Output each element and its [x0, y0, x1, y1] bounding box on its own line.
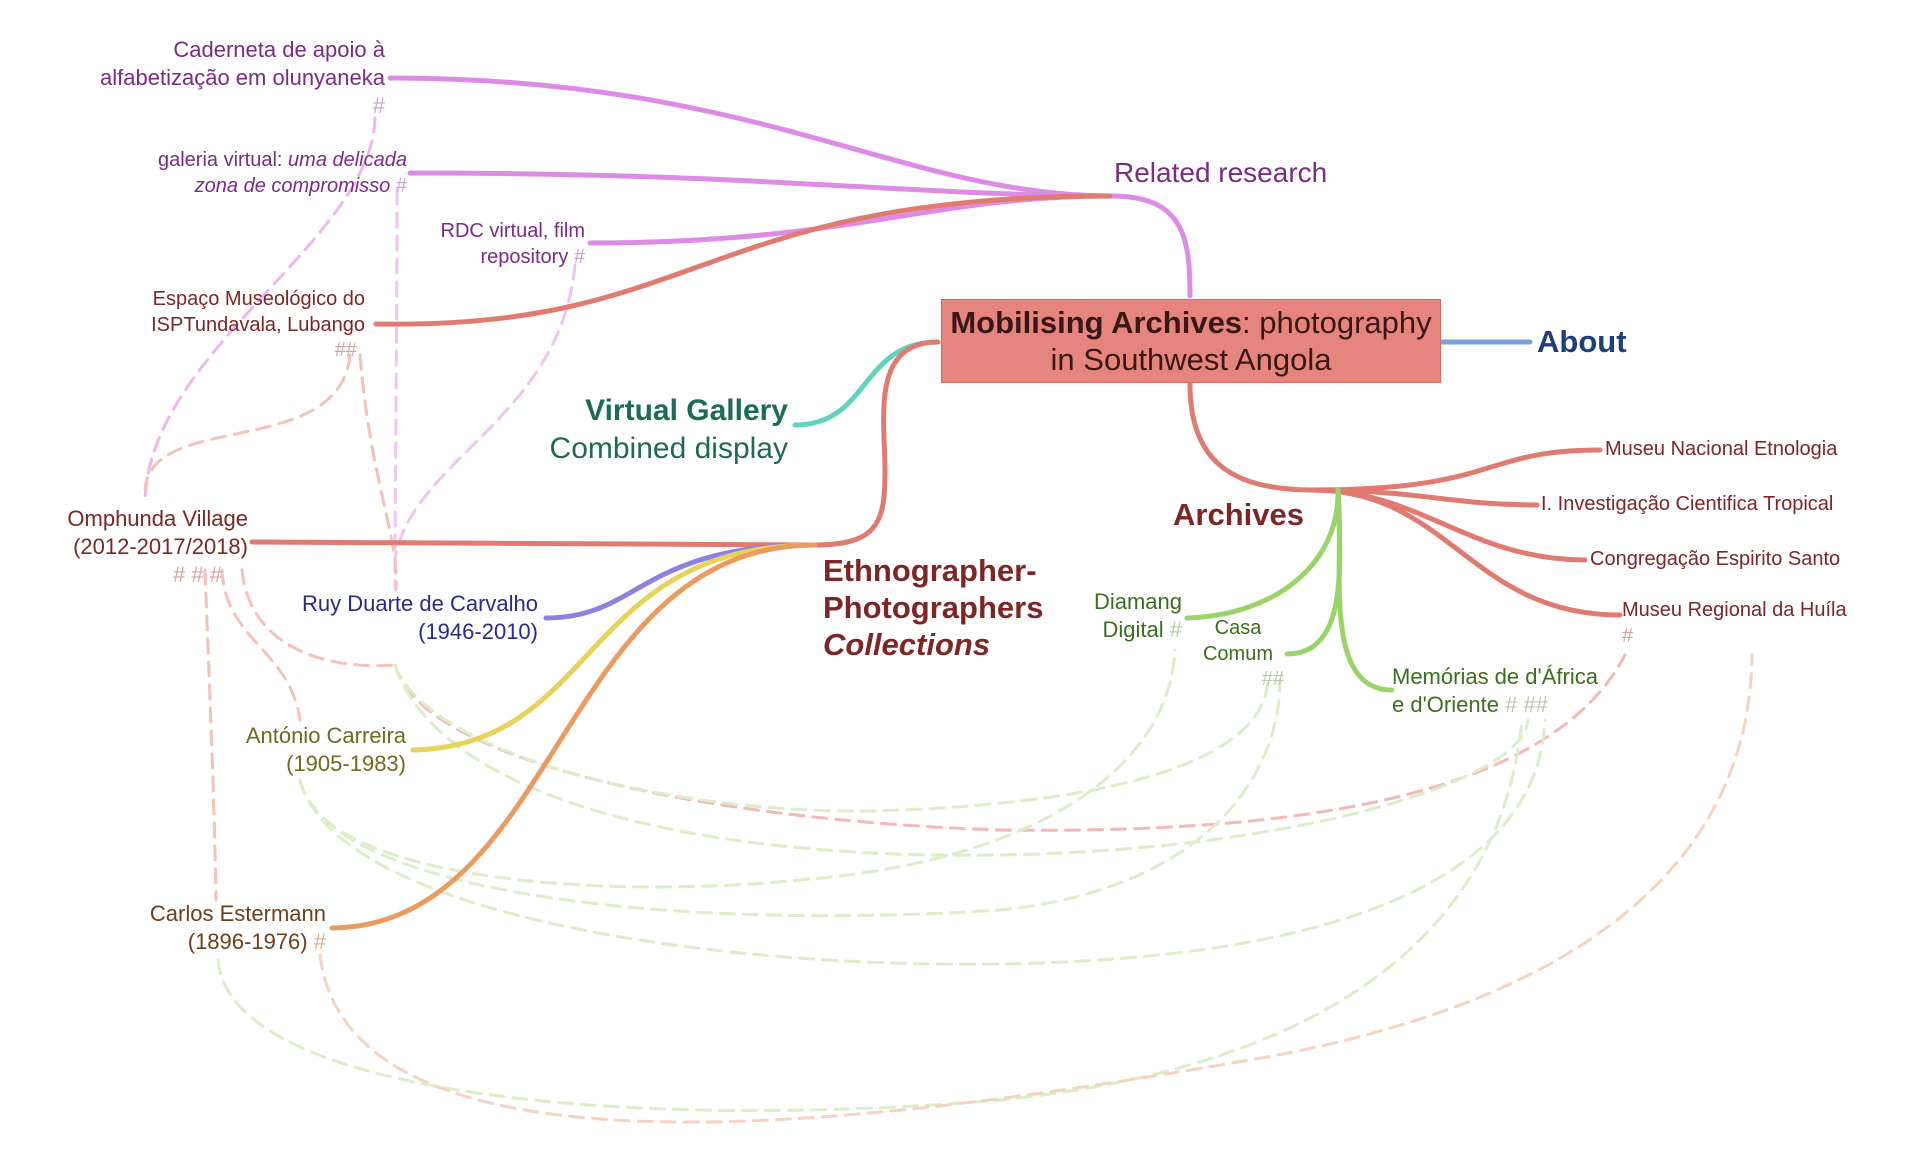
archive-congregacao[interactable]: Congregação Espirito Santo [1590, 548, 1841, 570]
central-title-line2: in Southwest Angola [1050, 342, 1332, 377]
virtual-gallery-title: Virtual Gallery [585, 394, 788, 427]
link-ruy-casacomum [393, 663, 1270, 813]
omphunda-hash-link-3[interactable]: # [209, 562, 222, 588]
link-carreira-diamang [298, 648, 1177, 889]
central-title-rest: : photography [1242, 304, 1432, 340]
ruy-line1: Ruy Duarte de Carvalho [301, 591, 538, 616]
diamang-line1: Diamang [1093, 589, 1182, 614]
archive-iict[interactable]: I. Investigação Cientifica Tropical [1541, 493, 1834, 515]
branch-related-espaco [373, 193, 1113, 327]
caderneta-line1: Caderneta de apoio à [173, 37, 385, 62]
central-title-bold: Mobilising Archives [950, 304, 1243, 340]
related-item-caderneta[interactable]: Caderneta de apoio à alfabetização em ol… [100, 36, 385, 120]
rdc-hash-link[interactable]: # [573, 245, 585, 268]
omphunda-line2: (2012-2017/2018) [73, 534, 248, 560]
branch-memorias [1335, 487, 1395, 693]
branch-related-caderneta [387, 75, 1113, 199]
estermann-hash-link[interactable]: # [313, 929, 326, 955]
link-estermann-museuhuila [318, 653, 1754, 1124]
link-omphunda-estermann [203, 568, 218, 902]
ethnographers-line1: Ethnographer- [823, 553, 1037, 588]
archive-diamang[interactable]: Diamang Digital # [1094, 588, 1182, 644]
casacomum-line2: Comum [1202, 642, 1273, 665]
related-research-topic[interactable]: Related research [1114, 157, 1328, 188]
rdc-line1: RDC virtual, film [440, 220, 585, 242]
branch-diamang [1184, 487, 1341, 621]
link-galeria-ruy [393, 188, 399, 590]
casacomum-hash-link[interactable]: ## [1261, 668, 1284, 691]
museu-huila-hash-link[interactable]: # [1622, 624, 1634, 647]
omphunda-hash-link-1[interactable]: # [173, 562, 186, 588]
ethno-item-carreira[interactable]: António Carreira (1905-1983) [246, 722, 406, 778]
link-omphunda-ruy [240, 568, 397, 668]
casacomum-line1: Casa [1214, 617, 1262, 639]
memorias-line1: Memórias de d'África [1392, 664, 1598, 689]
link-caderneta-omphunda [143, 116, 377, 502]
link-espaco-ruy [358, 353, 398, 592]
branch-museu-huila [1309, 487, 1623, 618]
branch-related-center [1109, 193, 1193, 299]
caderneta-hash-link[interactable]: # [372, 93, 385, 119]
branch-museu-nacional [1309, 447, 1603, 493]
carreira-line1: António Carreira [245, 723, 406, 748]
ethnographers-line3: Collections [823, 627, 991, 663]
omphunda-hash-link-2[interactable]: # [191, 562, 204, 588]
related-item-rdc[interactable]: RDC virtual, film repository # [441, 219, 585, 270]
omphunda-line1: Omphunda Village [67, 506, 248, 531]
ethno-item-estermann[interactable]: Carlos Estermann (1896-1976) # [150, 900, 326, 956]
link-rdc-ruy [393, 263, 577, 562]
link-espaco-omphunda [143, 353, 352, 492]
ruy-line2: (1946-2010) [418, 619, 538, 645]
branch-related-galeria [407, 170, 1113, 199]
branch-ethnographer-hub [812, 339, 941, 548]
branch-estermann [329, 542, 818, 931]
ethno-item-ruy[interactable]: Ruy Duarte de Carvalho (1946-2010) [302, 590, 538, 646]
link-ruy-memorias [393, 663, 1530, 857]
ethnographers-line2: Photographers [823, 590, 1044, 626]
virtual-gallery-topic[interactable]: Virtual Gallery Combined display [550, 392, 788, 469]
galeria-hash-link[interactable]: # [395, 174, 407, 197]
galeria-line2-italic: zona de compromisso [194, 174, 391, 197]
link-carreira-casacomum [298, 678, 1282, 918]
memorias-line2: e d'Oriente [1392, 692, 1499, 718]
archive-museu-huila[interactable]: Museu Regional da Huíla # [1622, 598, 1847, 649]
virtual-gallery-subtitle: Combined display [549, 432, 788, 466]
ethno-item-omphunda[interactable]: Omphunda Village (2012-2017/2018) # # # [67, 505, 248, 589]
diamang-line2: Digital [1102, 617, 1164, 643]
central-topic[interactable]: Mobilising Archives: photography in Sout… [941, 299, 1441, 383]
galeria-line1: galeria virtual: [157, 149, 289, 171]
caderneta-line2: alfabetização em olunyaneka [100, 65, 385, 91]
branch-archives-hub [1187, 381, 1315, 493]
estermann-line1: Carlos Estermann [149, 901, 326, 926]
ethnographers-topic[interactable]: Ethnographer- Photographers Collections [823, 552, 1043, 664]
memorias-hash-link-1[interactable]: # [1505, 692, 1518, 718]
espaco-line1: Espaço Museológico do [152, 288, 365, 310]
archive-museu-nacional[interactable]: Museu Nacional Etnologia [1605, 438, 1838, 460]
branch-virtual-gallery [792, 339, 941, 428]
link-omphunda-carreira [220, 568, 302, 722]
diamang-hash-link[interactable]: # [1169, 617, 1182, 643]
carreira-line2: (1905-1983) [286, 751, 406, 777]
museu-huila-label: Museu Regional da Huíla [1622, 599, 1847, 621]
archives-topic[interactable]: Archives [1173, 497, 1304, 532]
branch-omphunda [249, 539, 818, 548]
estermann-line2: (1896-1976) [187, 929, 308, 955]
about-topic[interactable]: About [1537, 324, 1627, 359]
archive-memorias[interactable]: Memórias de d'África e d'Oriente # ## [1392, 663, 1598, 719]
espaco-line2: ISPTundavala, Lubango [151, 313, 365, 336]
galeria-line1-italic: uma delicada [288, 149, 407, 171]
archive-casacomum[interactable]: Casa Comum ## [1190, 616, 1286, 693]
rdc-line2: repository [480, 245, 569, 268]
link-carreira-memorias [298, 718, 1547, 966]
related-item-galeria[interactable]: galeria virtual: uma delicada zona de co… [158, 148, 407, 199]
branch-carreira [410, 542, 818, 753]
memorias-hash-link-2[interactable]: ## [1523, 692, 1548, 718]
related-item-espaco[interactable]: Espaço Museológico do ISPTundavala, Luba… [151, 287, 365, 364]
branch-ruy [543, 542, 818, 621]
espaco-hash-link[interactable]: ## [334, 339, 357, 362]
